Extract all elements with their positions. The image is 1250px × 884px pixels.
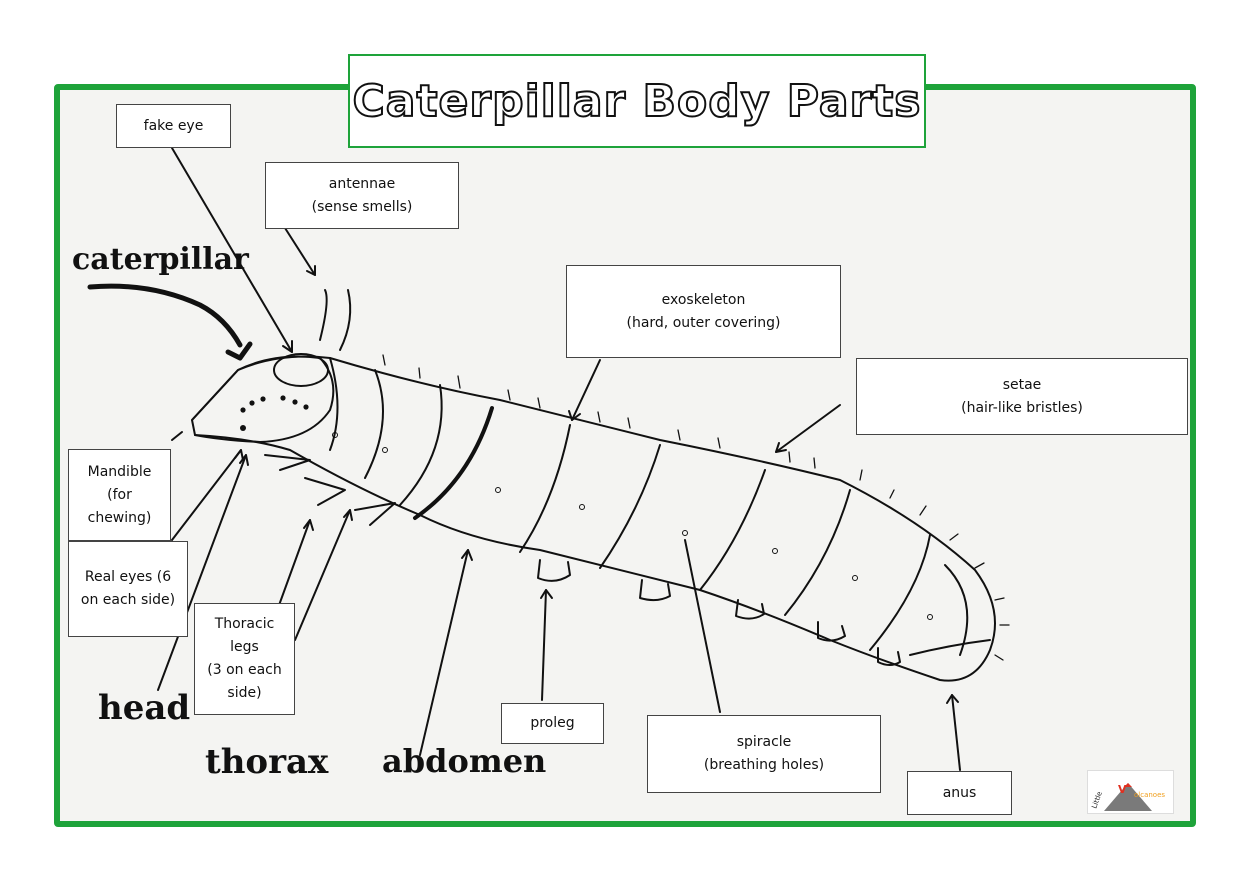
label-setae: setae (hair-like bristles) — [856, 358, 1188, 435]
label-exoskeleton: exoskeleton (hard, outer covering) — [566, 265, 841, 358]
title-box: Caterpillar Body Parts — [348, 54, 926, 148]
label-fake-eye-text: fake eye — [143, 117, 204, 134]
svg-text:V: V — [1118, 783, 1127, 796]
label-anus: anus — [907, 771, 1012, 815]
label-mandible-line1: Mandible — [87, 463, 152, 480]
label-mandible-line2: (for — [107, 486, 132, 503]
label-real-eyes-line1: Real eyes (6 — [84, 569, 172, 585]
label-antennae-line2: (sense smells) — [311, 198, 413, 215]
volcano-icon: V olcanoes Little — [1090, 783, 1165, 811]
label-proleg-text: proleg — [530, 715, 575, 731]
label-anus-text: anus — [942, 784, 977, 801]
label-antennae-line1: antennae — [328, 175, 396, 192]
svg-text:olcanoes: olcanoes — [1134, 791, 1165, 799]
label-fake-eye: fake eye — [116, 104, 231, 148]
svg-text:Little: Little — [1090, 790, 1104, 809]
label-proleg: proleg — [501, 703, 604, 744]
label-exoskeleton-line1: exoskeleton — [661, 291, 746, 308]
label-mandible-line3: chewing) — [87, 509, 152, 526]
label-mandible: Mandible (for chewing) — [68, 449, 171, 541]
label-thoracic-line2: legs — [230, 639, 259, 655]
label-thoracic-line4: side) — [227, 685, 262, 701]
label-setae-line2: (hair-like bristles) — [961, 399, 1083, 416]
label-thoracic-line3: (3 on each — [207, 662, 282, 678]
little-volcanoes-logo: V olcanoes Little — [1087, 770, 1174, 814]
handwritten-thorax: thorax — [205, 742, 329, 782]
handwritten-abdomen: abdomen — [382, 742, 547, 780]
label-thoracic-line1: Thoracic — [214, 616, 275, 632]
page-title: Caterpillar Body Parts — [352, 75, 922, 128]
label-thoracic-legs: Thoracic legs (3 on each side) — [194, 603, 295, 715]
handwritten-caterpillar: caterpillar — [72, 242, 249, 277]
handwritten-head: head — [98, 688, 191, 728]
label-spiracle: spiracle (breathing holes) — [647, 715, 881, 793]
label-exoskeleton-line2: (hard, outer covering) — [626, 314, 781, 331]
label-real-eyes: Real eyes (6 on each side) — [68, 541, 188, 637]
label-antennae: antennae (sense smells) — [265, 162, 459, 229]
label-spiracle-line1: spiracle — [736, 734, 792, 750]
label-spiracle-line2: (breathing holes) — [703, 757, 825, 773]
label-real-eyes-line2: on each side) — [80, 592, 176, 608]
label-setae-line1: setae — [1002, 376, 1042, 393]
